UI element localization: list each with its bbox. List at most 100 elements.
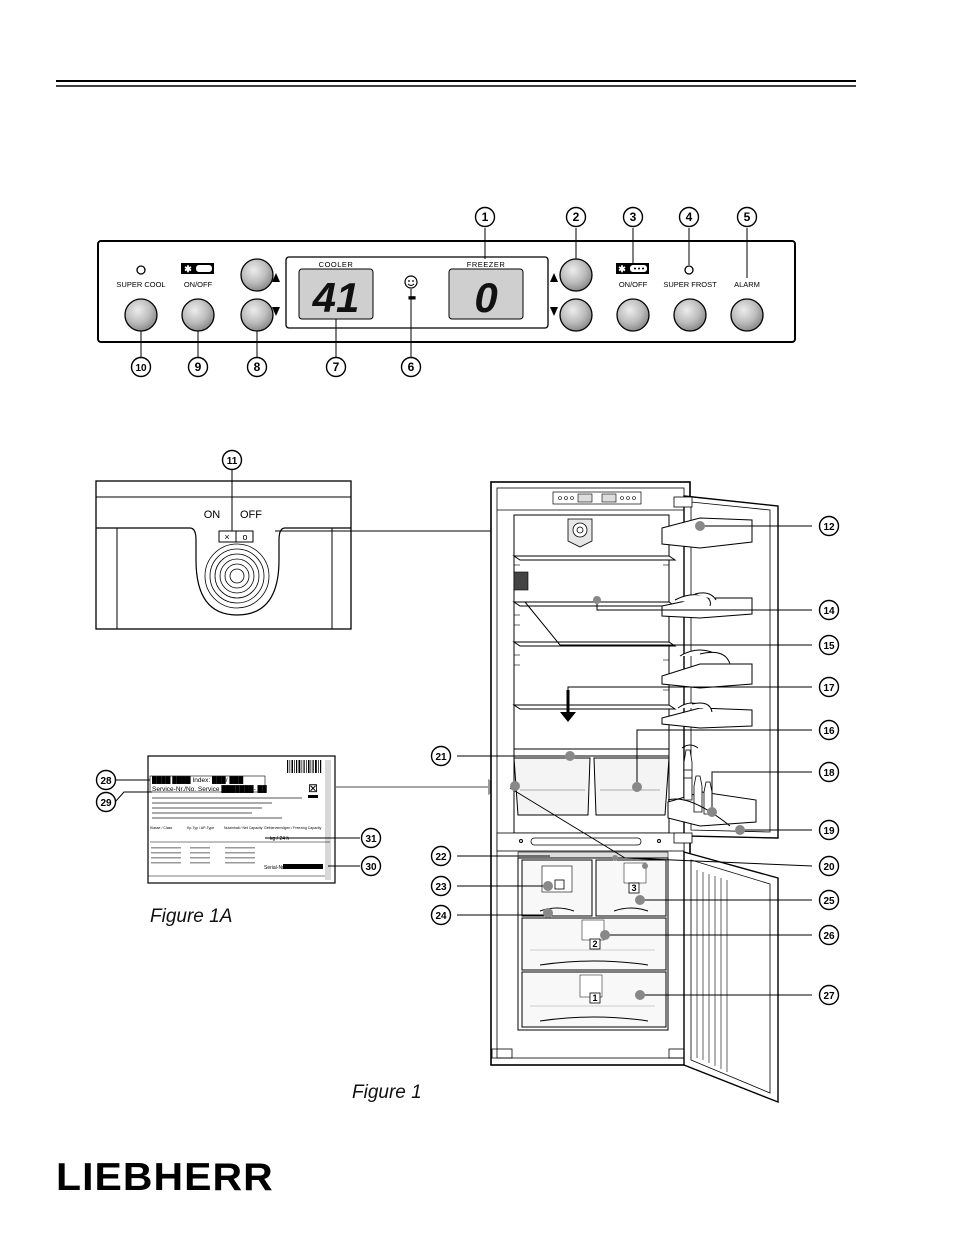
down-arrow-icon <box>560 690 576 722</box>
callout-number: 24 <box>435 911 447 922</box>
switch-off-label: OFF <box>240 509 262 521</box>
barcode-icon <box>287 760 322 773</box>
callout-number: 15 <box>823 641 835 652</box>
fridge-leader-dots <box>510 521 745 1000</box>
cooler-onoff-snowflake-icon: ✱ <box>181 263 214 274</box>
callout-number: 6 <box>408 360 415 374</box>
callout-number: 21 <box>435 752 447 763</box>
callout-number: 7 <box>333 360 340 374</box>
callout-number: 11 <box>227 456 238 467</box>
alarm-button[interactable] <box>730 298 764 332</box>
cooler-onoff-button[interactable] <box>181 298 215 332</box>
cooler-onoff-label: ON/OFF <box>184 280 213 289</box>
callout-31: 31 <box>360 827 382 849</box>
callout-number: 17 <box>823 683 835 694</box>
callout-number: 31 <box>365 834 377 845</box>
label-to-fridge-arrow <box>336 779 505 795</box>
callout-8: 8 <box>246 356 268 378</box>
callout-29: 29 <box>95 791 117 813</box>
figure-1-caption: Figure 1 <box>352 1082 422 1103</box>
rating-col-4: Gefriervermögen / Freezing Capacity <box>264 826 322 830</box>
callout-9: 9 <box>187 356 209 378</box>
super-cool-indicator <box>136 265 146 275</box>
label-leader-lines <box>114 779 360 867</box>
fan-unit-icon <box>567 518 593 548</box>
callout-number: 25 <box>823 896 835 907</box>
freezer-down-button[interactable] <box>559 298 593 332</box>
weee-bin-icon: ⊠ <box>308 781 318 795</box>
callout-17: 17 <box>818 676 840 698</box>
callout-2: 2 <box>565 206 587 228</box>
super-frost-button[interactable] <box>673 298 707 332</box>
freezer-onoff-button[interactable] <box>616 298 650 332</box>
callout-number: 22 <box>435 852 447 863</box>
freezer-down-arrow-icon <box>550 307 558 316</box>
callout-number: 18 <box>823 768 835 779</box>
callout-number: 2 <box>573 210 580 224</box>
freezer-up-button[interactable] <box>559 258 593 292</box>
freezer-onoff-label: ON/OFF <box>619 280 648 289</box>
callout-4: 4 <box>678 206 700 228</box>
alarm-label: ALARM <box>734 280 760 289</box>
svg-text:✱: ✱ <box>184 264 192 274</box>
switch-on-label: ON <box>204 509 221 521</box>
rating-data-lines <box>151 847 255 864</box>
callout-19: 19 <box>818 819 840 841</box>
callout-number: 4 <box>686 210 693 224</box>
callout-number: 8 <box>254 360 261 374</box>
super-cool-label: SUPER COOL <box>116 280 165 289</box>
rating-col-2: Kp-Typ / AP-Type <box>187 826 214 830</box>
cooler-up-button[interactable] <box>240 258 274 292</box>
smiley-icon <box>404 275 418 289</box>
drawer-number-3: 3 <box>631 883 636 893</box>
freezer-display <box>448 268 524 320</box>
callout-number: 16 <box>823 726 835 737</box>
callout-24: 24 <box>430 904 452 926</box>
callout-28: 28 <box>95 769 117 791</box>
callout-number: 10 <box>135 363 147 374</box>
super-frost-label: SUPER FROST <box>663 280 717 289</box>
callout-3: 3 <box>622 206 644 228</box>
rating-text-lines <box>152 797 302 819</box>
callout-6: 6 <box>400 356 422 378</box>
rating-index-line: ████ ████ Index: ███/ ███ <box>152 776 244 784</box>
callout-11: 11 <box>221 449 243 471</box>
callout-number: 14 <box>823 606 835 617</box>
callout-23: 23 <box>430 875 452 897</box>
cooler-down-button[interactable] <box>240 298 274 332</box>
door-bins <box>661 517 757 827</box>
callout-number: 30 <box>365 862 377 873</box>
callout-10: 10 <box>130 356 152 378</box>
freezer-door-lines <box>696 870 728 1072</box>
callout-5: 5 <box>736 206 758 228</box>
freezer-temp-readout: 0 <box>474 274 497 321</box>
callout-1: 1 <box>474 206 496 228</box>
rating-col-1: Klasse / Class <box>150 826 172 830</box>
rating-label: ⊠ ████ ████ Index: ███/ ███ Service-Nr./… <box>147 755 336 884</box>
callout-number: 27 <box>823 991 835 1002</box>
freezer-label: FREEZER <box>467 260 506 269</box>
rating-service-line: Service-Nr./No. Service ███████- ██ <box>152 785 267 793</box>
callout-number: 28 <box>100 776 112 787</box>
callout-number: 23 <box>435 882 447 893</box>
callout-number: 29 <box>100 798 112 809</box>
rating-col-3: Nutzinhalt / Net Capacity <box>224 826 263 830</box>
cooler-label: COOLER <box>319 260 354 269</box>
drawer-number-2: 2 <box>592 939 597 949</box>
callout-30: 30 <box>360 855 382 877</box>
cooler-down-arrow-icon <box>272 307 280 316</box>
cooler-up-arrow-icon <box>272 273 280 282</box>
panel-leader-lines <box>140 228 748 357</box>
super-frost-indicator <box>684 265 694 275</box>
crisper-drawers <box>513 748 670 816</box>
callout-number: 1 <box>482 210 489 224</box>
temp-separator: - <box>407 280 416 311</box>
callout-14: 14 <box>818 599 840 621</box>
super-cool-button[interactable] <box>124 298 158 332</box>
callout-15: 15 <box>818 634 840 656</box>
callout-16: 16 <box>818 719 840 741</box>
freezer-up-arrow-icon <box>550 273 558 282</box>
callout-18: 18 <box>818 761 840 783</box>
